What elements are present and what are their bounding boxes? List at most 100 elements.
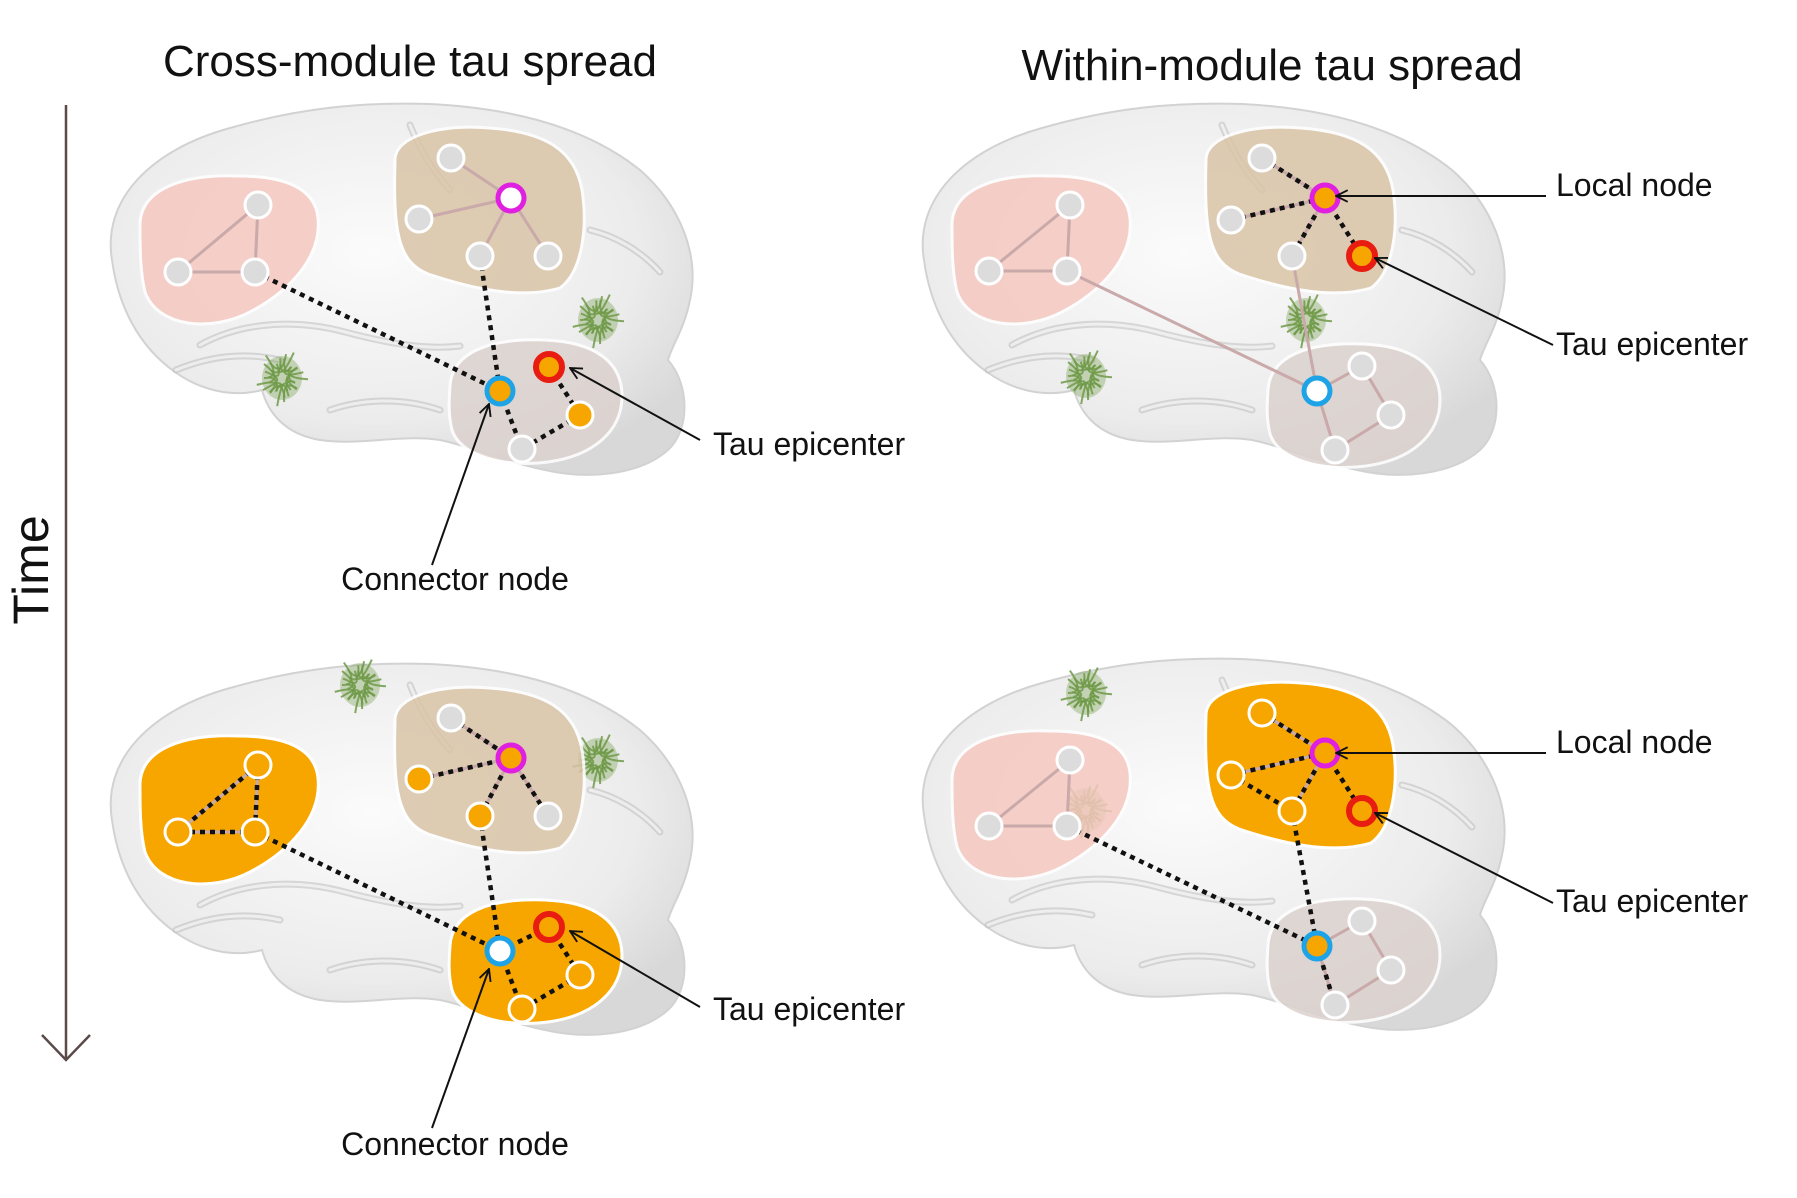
callout-connector-node: Connector node (341, 1126, 569, 1162)
edge-tau-spread (1289, 810, 1320, 947)
tangle-fiber (334, 688, 357, 699)
tangle-fiber (352, 670, 358, 684)
tangle-fiber (603, 748, 625, 763)
node-parietal-4 (1277, 796, 1307, 826)
tangle-fiber (1081, 667, 1099, 688)
module-frontal (950, 729, 1132, 881)
node-temporal-4 (507, 434, 537, 464)
node-parietal-1 (1247, 698, 1277, 728)
node-frontal-1 (1055, 190, 1085, 220)
brain-gyrus-highlight (1140, 954, 1254, 967)
edge-tau-spread (1230, 750, 1326, 778)
edge-within (177, 203, 259, 274)
node-temporal-3 (565, 400, 595, 430)
tau-tangle-icon (1060, 667, 1113, 722)
node-epicenter (1346, 795, 1378, 827)
node-temporal-4 (507, 994, 537, 1024)
node-epicenter (533, 351, 565, 383)
tangle-fiber (340, 689, 360, 699)
node-local (1309, 182, 1341, 214)
node-frontal-2 (1052, 811, 1082, 841)
tangle-core (340, 663, 380, 707)
tangle-fiber (602, 756, 614, 773)
node-parietal-4 (465, 801, 495, 831)
node-parietal-1 (436, 703, 466, 733)
tau-tangle-icon (1280, 294, 1333, 349)
edge-within (418, 756, 512, 781)
tangle-fiber (1090, 689, 1102, 706)
node-connector-core (495, 386, 505, 396)
node-epicenter (1346, 240, 1378, 272)
node-connector (1301, 375, 1333, 407)
edge-tau-spread (477, 255, 503, 392)
tau-tangle-icon (334, 659, 387, 714)
brain-gyrus-highlight (198, 322, 462, 349)
tangle-fiber (342, 677, 357, 691)
node-connector-core (1312, 941, 1322, 951)
node-frontal-3 (974, 256, 1004, 286)
node-local (495, 182, 527, 214)
brain-gyrus-highlight (198, 882, 462, 909)
node-frontal-1 (243, 190, 273, 220)
brain-gyrus-highlight (1400, 228, 1474, 274)
node-temporal-4 (1320, 435, 1350, 465)
node-frontal-1 (243, 750, 273, 780)
edge-inter-module (1290, 255, 1319, 392)
module-frontal (138, 734, 320, 886)
callout-arrow (570, 931, 701, 1008)
brain-gyrus-highlight (588, 228, 662, 274)
tangle-fiber (590, 745, 596, 759)
tangle-fiber (364, 681, 376, 698)
module-frontal (138, 174, 320, 326)
tangle-fiber (1080, 697, 1093, 722)
edge-tau-spread (1230, 195, 1326, 223)
within-module-title: Within-module tau spread (1021, 41, 1522, 90)
brain-gyrus-highlight (986, 354, 1094, 372)
node-epicenter (533, 911, 565, 943)
node-frontal-2 (240, 817, 270, 847)
node-frontal-3 (163, 817, 193, 847)
node-frontal-1 (1055, 745, 1085, 775)
module-temporal (1265, 342, 1442, 470)
node-frontal-3 (163, 257, 193, 287)
edge-inter-module (1066, 269, 1318, 393)
edge-within (988, 758, 1071, 828)
tangle-core (262, 356, 302, 400)
tangle-fiber (269, 354, 288, 370)
node-local (495, 742, 527, 774)
tangle-core (1066, 671, 1106, 715)
edge-within (988, 203, 1071, 273)
brain-gyrus-highlight (588, 788, 662, 834)
node-frontal-2 (1052, 256, 1082, 286)
node-temporal-3 (565, 960, 595, 990)
node-parietal-4 (1277, 241, 1307, 271)
brain-gyrus-highlight (328, 399, 442, 412)
tangle-core (578, 298, 618, 342)
tangle-fiber (256, 381, 279, 392)
tangle-fiber (1078, 361, 1084, 375)
edge-tau-spread (1066, 823, 1318, 949)
tangle-fiber (1073, 669, 1092, 685)
tangle-fiber (355, 659, 373, 680)
brain-gyrus-highlight (328, 959, 442, 972)
callout-connector-node: Connector node (341, 561, 569, 597)
tangle-fiber (354, 689, 367, 714)
time-axis: Time (3, 105, 91, 1062)
node-parietal-5 (533, 801, 563, 831)
tangle-core (1066, 354, 1106, 398)
callout-local-node: Local node (1556, 167, 1713, 203)
brain-gyrus-highlight (174, 914, 282, 932)
edge-tau-spread (477, 815, 503, 952)
tangle-fiber (1081, 350, 1099, 371)
tangle-fiber (1288, 312, 1303, 326)
module-temporal (1265, 897, 1442, 1025)
tangle-fiber (287, 366, 309, 381)
callout-local-node: Local node (1556, 724, 1713, 760)
tangle-fiber (277, 352, 295, 373)
callout-tau-epicenter: Tau epicenter (713, 426, 905, 462)
node-temporal-4 (1320, 990, 1350, 1020)
